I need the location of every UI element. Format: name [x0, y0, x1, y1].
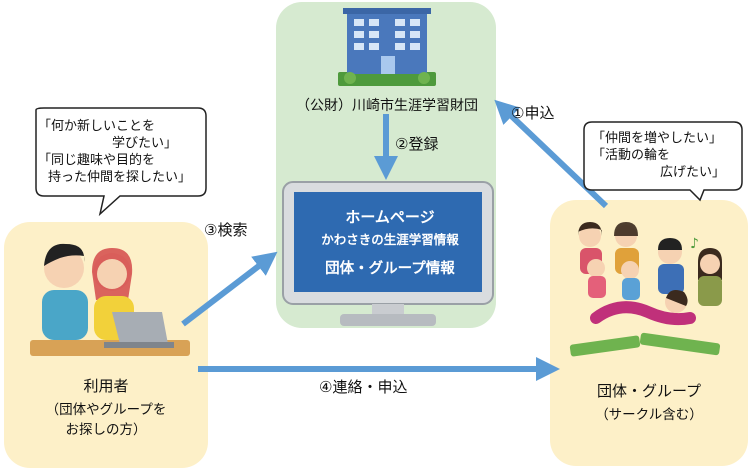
group-label: 団体・グループ	[596, 382, 702, 400]
foundation-name: （公財）川崎市生涯学習財団	[296, 98, 478, 114]
group-people-illustration: ♪	[569, 222, 722, 357]
group-bubble-line: 「活動の輪を	[592, 148, 671, 163]
screen-section: 団体・グループ情報	[325, 261, 455, 277]
group-speech-bubble	[583, 121, 743, 202]
step-contact-label: ④連絡・申込	[319, 378, 408, 396]
user-bubble-line: 持った仲間を探したい」	[48, 170, 192, 185]
user-sublabel: （団体やグループを	[45, 402, 167, 418]
screen-title: ホームページ	[345, 208, 435, 226]
screen-subtitle: かわさきの生涯学習情報	[321, 232, 459, 247]
user-sublabel: お探しの方）	[65, 422, 147, 438]
group-bubble-line: 広げたい」	[660, 165, 726, 180]
user-bubble-line: 学びたい」	[112, 136, 178, 151]
user-bubble-line: 「何か新しいことを	[38, 119, 156, 134]
group-bubble-line: 「仲間を増やしたい」	[592, 131, 723, 146]
step-search-label: ③検索	[204, 221, 248, 239]
couple-laptop-illustration	[30, 243, 190, 356]
step-apply-label: ①申込	[511, 104, 555, 122]
group-sublabel: （サークル含む）	[595, 407, 703, 423]
computer-monitor-icon	[282, 181, 494, 326]
user-label: 利用者	[83, 377, 129, 395]
user-speech-bubble	[35, 107, 207, 217]
office-building-icon	[338, 8, 436, 86]
step-register-label: ②登録	[395, 135, 439, 153]
arrow-search	[181, 251, 278, 327]
user-bubble-line: 「同じ趣味や目的を	[38, 153, 156, 168]
svg-text:♪: ♪	[690, 236, 699, 252]
